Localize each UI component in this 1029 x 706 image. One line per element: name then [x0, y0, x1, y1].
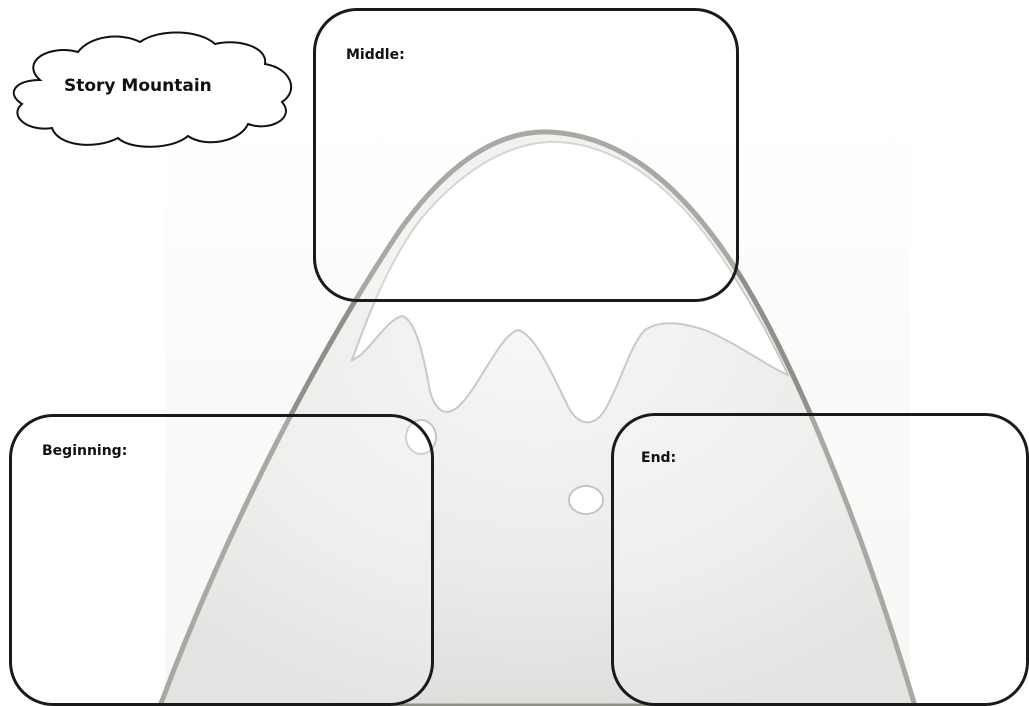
story-mountain-title: Story Mountain	[64, 76, 212, 96]
end-box[interactable]: End:	[611, 413, 1029, 706]
middle-label: Middle:	[346, 47, 405, 63]
snow-highlight	[428, 170, 701, 311]
snow-blob-right	[568, 485, 604, 515]
end-label: End:	[641, 450, 677, 466]
cloud-shape	[12, 31, 293, 148]
beginning-box[interactable]: Beginning:	[9, 414, 434, 706]
beginning-label: Beginning:	[42, 443, 128, 459]
middle-box[interactable]: Middle:	[313, 8, 739, 302]
